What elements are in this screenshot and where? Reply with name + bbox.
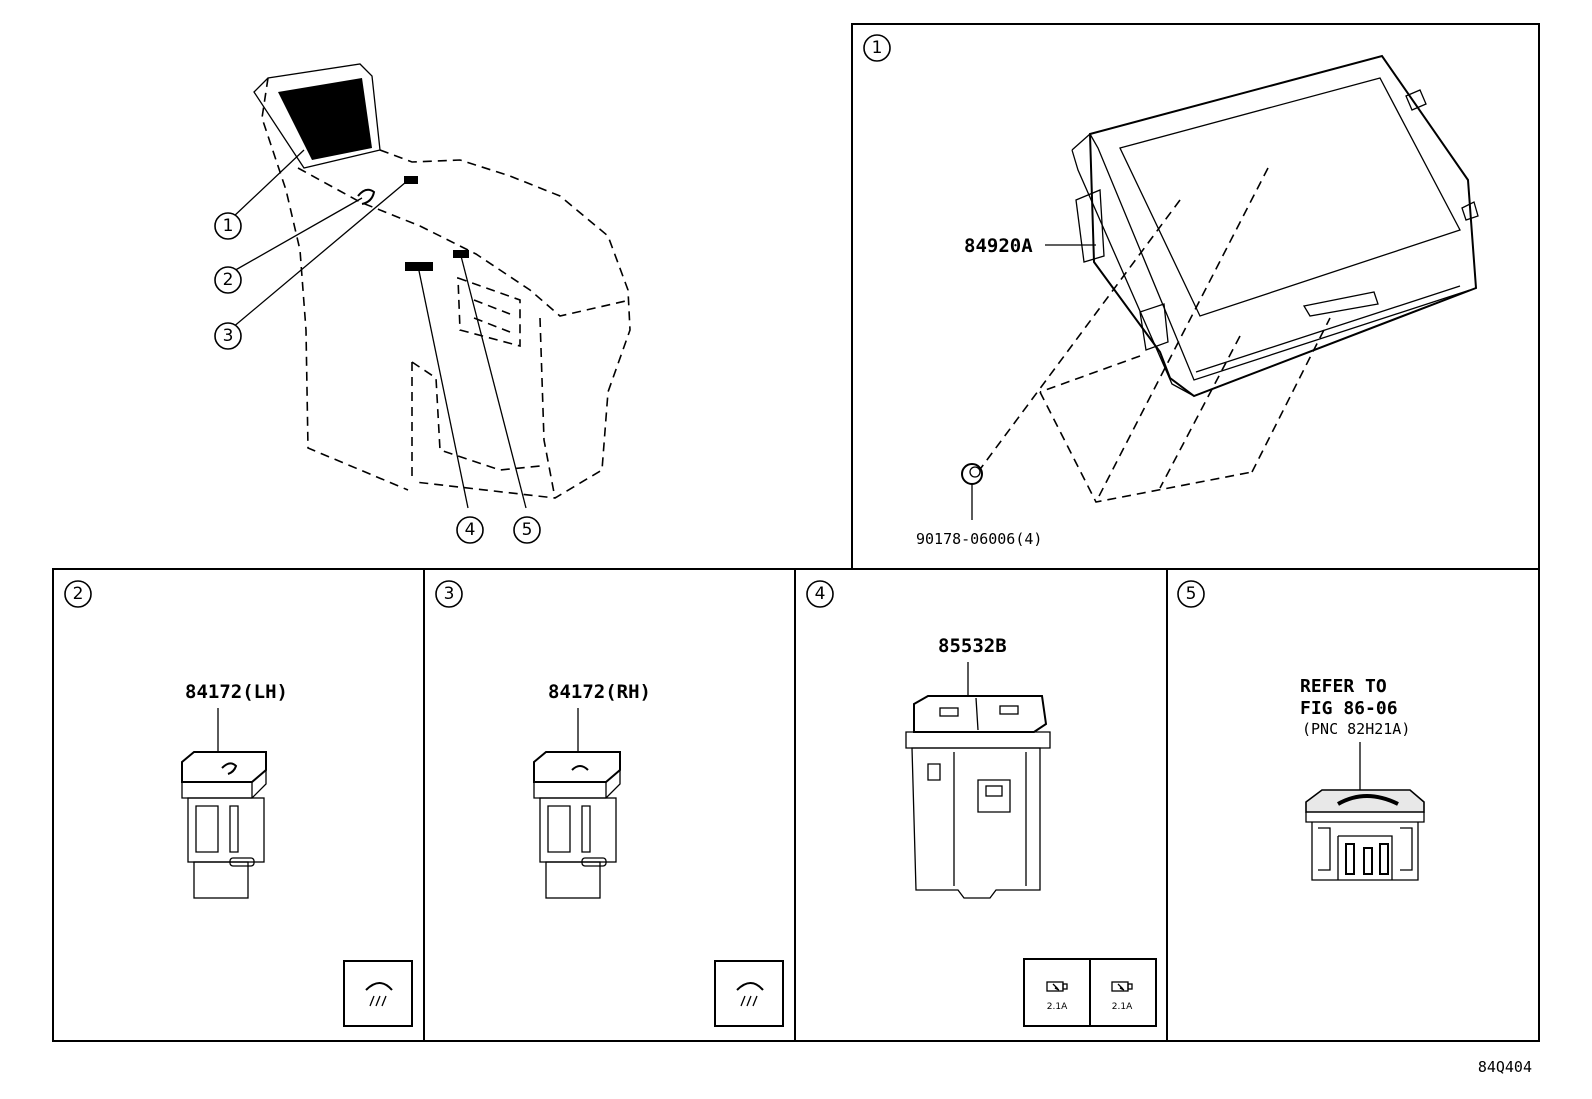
refer-to-line-1: REFER TO <box>1300 676 1387 697</box>
refer-to-line-2: FIG 86-06 <box>1300 698 1398 719</box>
console-overview: 1 2 3 4 5 <box>214 63 631 544</box>
callout-2-label: 2 <box>223 270 234 290</box>
panel-3-number: 3 <box>444 584 455 604</box>
callout-3-label: 3 <box>223 326 234 346</box>
panel-frames <box>52 23 1540 1042</box>
switch-lh-mark <box>357 188 376 205</box>
socket-mark <box>453 250 469 258</box>
seat-heater-icon <box>714 960 784 1027</box>
panel-3-badge <box>435 580 463 608</box>
usb-charge-icon <box>1111 981 1133 992</box>
usb-left-rating: 2.1A <box>1047 1002 1068 1012</box>
socket-module[interactable] <box>1305 789 1425 881</box>
panel-4-badge <box>806 580 834 608</box>
usb-mark <box>405 262 433 271</box>
usb-charge-icon-panel: 2.1A 2.1A <box>1023 958 1157 1027</box>
part-number-85532B: 85532B <box>938 635 1007 657</box>
screw-90178[interactable] <box>961 463 983 520</box>
callout-5[interactable] <box>513 516 541 544</box>
callout-3[interactable] <box>214 322 242 350</box>
screen-display <box>278 78 372 160</box>
callout-2[interactable] <box>214 266 242 294</box>
switch-rh[interactable] <box>533 751 621 899</box>
callout-4[interactable] <box>456 516 484 544</box>
switch-lh[interactable] <box>181 751 267 899</box>
panel-1-number: 1 <box>872 38 883 58</box>
switch-rh-mark <box>404 176 418 184</box>
panel-5-number: 5 <box>1186 584 1197 604</box>
panel-4-number: 4 <box>815 584 826 604</box>
callout-1[interactable] <box>214 212 242 240</box>
callout-4-label: 4 <box>465 520 476 540</box>
part-number-84920A: 84920A <box>964 235 1033 257</box>
panel-2: 2 84172(LH) <box>64 580 413 1027</box>
part-number-84172-rh: 84172(RH) <box>548 681 651 703</box>
panel-2-badge <box>64 580 92 608</box>
panel-1: 1 90178-06006(4) 84920A <box>863 34 1479 548</box>
refer-to-line-3[interactable]: (PNC 82H21A) <box>1302 720 1410 738</box>
panel-1-badge <box>863 34 891 62</box>
callout-5-label: 5 <box>522 520 533 540</box>
panel-5-badge <box>1177 580 1205 608</box>
seat-heater-icon <box>343 960 413 1027</box>
panel-2-number: 2 <box>73 584 84 604</box>
usb-charge-icon <box>1046 981 1068 992</box>
display-glass <box>1119 77 1461 317</box>
callout-1-label: 1 <box>223 216 234 236</box>
usb-charger[interactable] <box>905 695 1051 899</box>
usb-right-rating: 2.1A <box>1112 1002 1133 1012</box>
panel-3: 3 84172(RH) <box>435 580 784 1027</box>
display-unit[interactable] <box>1071 54 1479 398</box>
figure-code: 84Q404 <box>1478 1058 1532 1076</box>
part-number-90178: 90178-06006(4) <box>916 530 1042 548</box>
part-number-84172-lh: 84172(LH) <box>185 681 288 703</box>
panel-4: 4 85532B 2.1A <box>806 580 1157 1027</box>
panel-5: 5 REFER TO FIG 86-06 (PNC 82H21A) <box>1177 580 1425 881</box>
